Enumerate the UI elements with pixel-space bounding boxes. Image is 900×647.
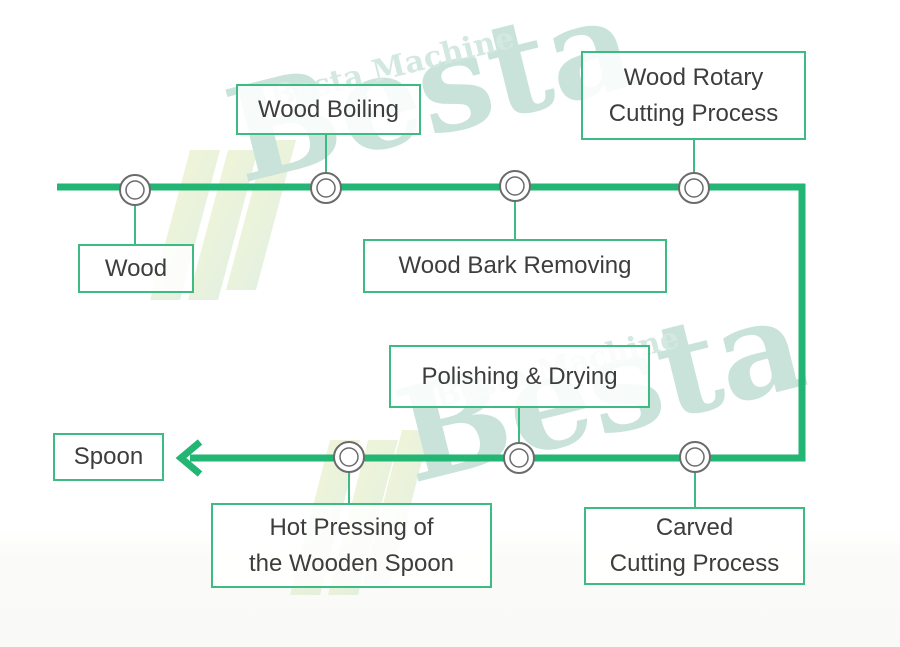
node-carved-cutting [679, 441, 711, 473]
step-box-wood: Wood [78, 244, 194, 293]
node-wood [119, 174, 151, 206]
step-box-carved-cutting: Carved Cutting Process [584, 507, 805, 585]
arrow-left-icon [175, 439, 203, 477]
step-label: Wood Boiling [258, 95, 399, 123]
step-label-line-1: Wood Rotary [623, 63, 764, 91]
node-wood-rotary-cutting [678, 172, 710, 204]
step-box-polishing-drying: Polishing & Drying [389, 345, 650, 408]
node-hot-pressing [333, 441, 365, 473]
node-wood-bark-removing [499, 170, 531, 202]
node-polishing-drying [503, 442, 535, 474]
step-label-line-2: Cutting Process [608, 99, 779, 127]
step-box-hot-pressing: Hot Pressing of the Wooden Spoon [211, 503, 492, 588]
step-label: Wood Bark Removing [398, 252, 632, 279]
step-label: Wood [104, 254, 168, 282]
step-box-wood-boiling: Wood Boiling [236, 84, 421, 135]
step-box-wood-rotary-cutting: Wood Rotary Cutting Process [581, 51, 806, 140]
step-box-wood-bark-removing: Wood Bark Removing [363, 239, 667, 293]
node-wood-boiling [310, 172, 342, 204]
step-box-spoon: Spoon [53, 433, 164, 481]
step-label-line-1: Carved [655, 514, 734, 541]
step-label: Polishing & Drying [421, 362, 618, 390]
step-label-line-2: the Wooden Spoon [248, 549, 455, 577]
step-label-line-2: Cutting Process [609, 550, 780, 577]
flow-line [57, 183, 806, 462]
step-label-line-1: Hot Pressing of [269, 513, 434, 541]
step-label: Spoon [73, 443, 144, 470]
